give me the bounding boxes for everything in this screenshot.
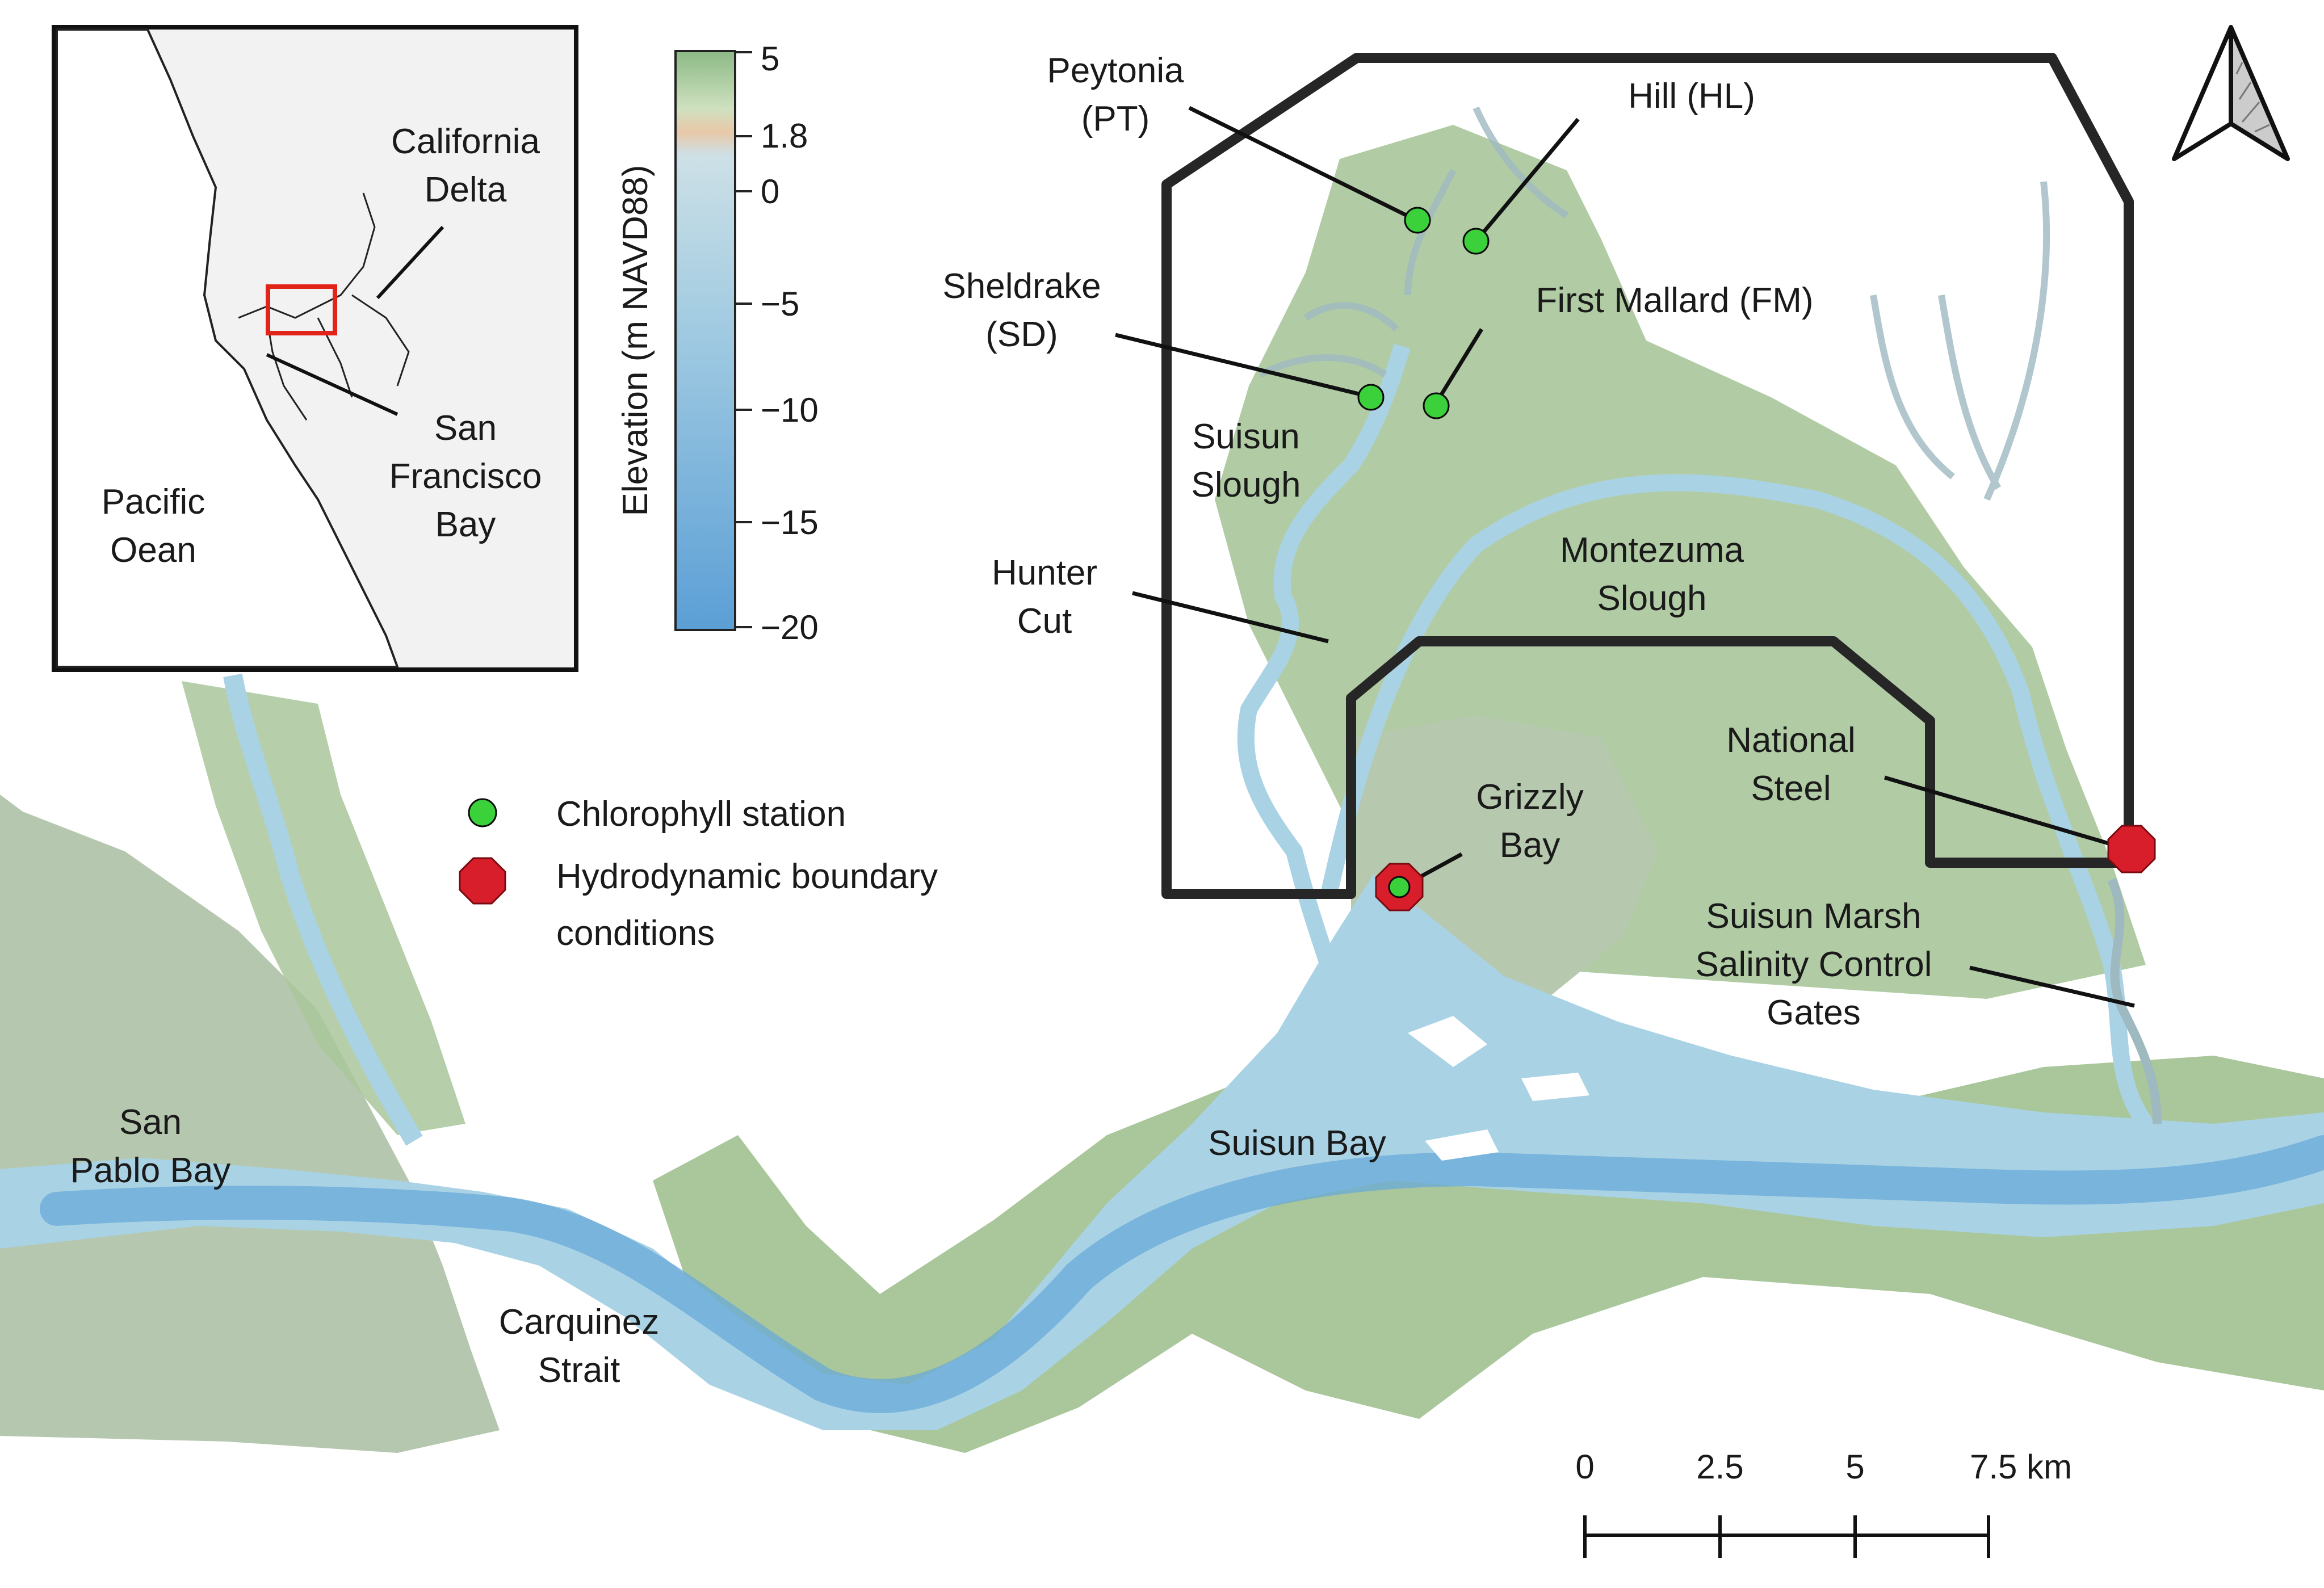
- suisun-slough-channel: [1237, 343, 1411, 968]
- colorbar-tick-minus-10: −10: [761, 391, 819, 429]
- bay-island: [1425, 1129, 1499, 1161]
- place-labels: Suisun Slough Hunter Cut Montezuma Sloug…: [70, 417, 1932, 1390]
- inset-label-california-delta-1: California: [391, 122, 540, 161]
- label-sheldrake-1: Sheldrake: [942, 267, 1101, 306]
- boundary-national-steel: [2107, 825, 2156, 873]
- label-suisun-bay: Suisun Bay: [1208, 1124, 1386, 1163]
- inset-leader-delta: [376, 225, 444, 300]
- colorbar-tick-minus-5: −5: [761, 285, 799, 323]
- inset-label-california-delta-2: Delta: [425, 170, 507, 209]
- station-sheldrake: [1357, 384, 1385, 411]
- inset-coastline: [56, 28, 399, 668]
- estuary-water: [0, 874, 2324, 1430]
- label-san-pablo-bay-1: San: [119, 1103, 182, 1142]
- label-national-steel-2: Steel: [1751, 769, 1831, 808]
- label-montezuma-slough-1: Montezuma: [1560, 531, 1744, 570]
- bay-island: [1408, 1016, 1487, 1067]
- inset-label-sf-bay-3: Bay: [435, 505, 496, 544]
- label-peytonia-2: (PT): [1081, 99, 1150, 138]
- inset-delta-channels: [238, 192, 410, 421]
- inset-leader-sfbay: [266, 353, 398, 416]
- label-peytonia-1: Peytonia: [1047, 51, 1184, 90]
- scale-bar-tick-7-5-km: 7.5 km: [1970, 1448, 2072, 1486]
- label-grizzly-bay-1: Grizzly: [1476, 778, 1583, 817]
- inset-study-area-box: [266, 284, 337, 335]
- inset-label-sf-bay-1: San: [434, 409, 497, 448]
- colorbar-tick-1-8: 1.8: [761, 117, 808, 155]
- label-hunter-cut-2: Cut: [1017, 602, 1072, 641]
- colorbar-gradient: [674, 50, 736, 631]
- stations: [1357, 207, 2156, 911]
- station-first-mallard: [1423, 392, 1450, 419]
- scale-bar: 0 2.5 5 7.5 km: [1575, 1448, 2072, 1558]
- base-map: [0, 106, 2324, 1453]
- legend-boundary-symbol: [459, 857, 506, 905]
- colorbar-tick-minus-15: −15: [761, 503, 819, 541]
- smscg-channel: [2107, 877, 2162, 1124]
- label-hill: Hill (HL): [1628, 77, 1755, 116]
- legend: Chlorophyll station Hydrodynamic boundar…: [459, 795, 938, 953]
- legend-boundary-label-1: Hydrodynamic boundary: [556, 857, 938, 896]
- elevation-colorbar: 5 1.8 0 −5 −10 −15 −20 Elevation (m NAVD…: [616, 40, 819, 646]
- station-labels: Peytonia (PT) Hill (HL) Sheldrake (SD) F…: [942, 51, 1855, 865]
- colorbar-axis-label: Elevation (m NAVD88): [616, 165, 655, 516]
- scale-bar-tick-5: 5: [1845, 1448, 1864, 1486]
- bay-island: [1521, 1073, 1589, 1101]
- label-montezuma-slough-2: Slough: [1597, 579, 1706, 618]
- legend-chlorophyll-label: Chlorophyll station: [556, 795, 846, 834]
- label-smscg-2: Salinity Control: [1696, 945, 1932, 984]
- deep-channel: [40, 1135, 2324, 1413]
- legend-chlorophyll-symbol: [468, 798, 497, 827]
- colorbar-tick-0: 0: [761, 173, 779, 211]
- napa-river: [223, 673, 423, 1146]
- label-smscg-3: Gates: [1767, 993, 1860, 1032]
- inset-label-pacific-ocean-2: Oean: [110, 531, 196, 570]
- colorbar-tick-minus-20: −20: [761, 608, 819, 646]
- label-sheldrake-2: (SD): [985, 315, 1058, 354]
- scale-bar-tick-0: 0: [1575, 1448, 1594, 1486]
- label-carquinez-strait-1: Carquinez: [499, 1303, 660, 1342]
- leader-lines: [1115, 106, 2135, 1008]
- label-hunter-cut-1: Hunter: [992, 553, 1097, 593]
- legend-boundary-label-2: conditions: [556, 914, 715, 953]
- label-suisun-slough-1: Suisun: [1192, 417, 1300, 456]
- inset-map: California Delta Pacific Oean San Franci…: [52, 25, 578, 672]
- montezuma-slough-channel: [1320, 474, 2153, 1129]
- north-arrow-icon: [2172, 25, 2290, 161]
- napa-land: [182, 681, 465, 1135]
- inset-label-sf-bay-2: Francisco: [389, 457, 542, 496]
- station-grizzly-bay: [1388, 876, 1411, 898]
- station-hill: [1462, 228, 1490, 255]
- label-san-pablo-bay-2: Pablo Bay: [70, 1151, 231, 1190]
- colorbar-tick-5: 5: [761, 40, 779, 78]
- label-suisun-slough-2: Slough: [1191, 465, 1301, 505]
- label-national-steel-1: National: [1726, 721, 1855, 760]
- label-smscg-1: Suisun Marsh: [1706, 897, 1921, 936]
- label-first-mallard: First Mallard (FM): [1536, 281, 1813, 320]
- san-pablo-bay-area: [0, 795, 500, 1453]
- station-peytonia: [1404, 207, 1431, 234]
- scale-bar-tick-2-5: 2.5: [1696, 1448, 1743, 1486]
- label-grizzly-bay-2: Bay: [1500, 826, 1560, 865]
- inset-label-pacific-ocean-1: Pacific: [102, 482, 205, 522]
- label-carquinez-strait-2: Strait: [538, 1351, 620, 1390]
